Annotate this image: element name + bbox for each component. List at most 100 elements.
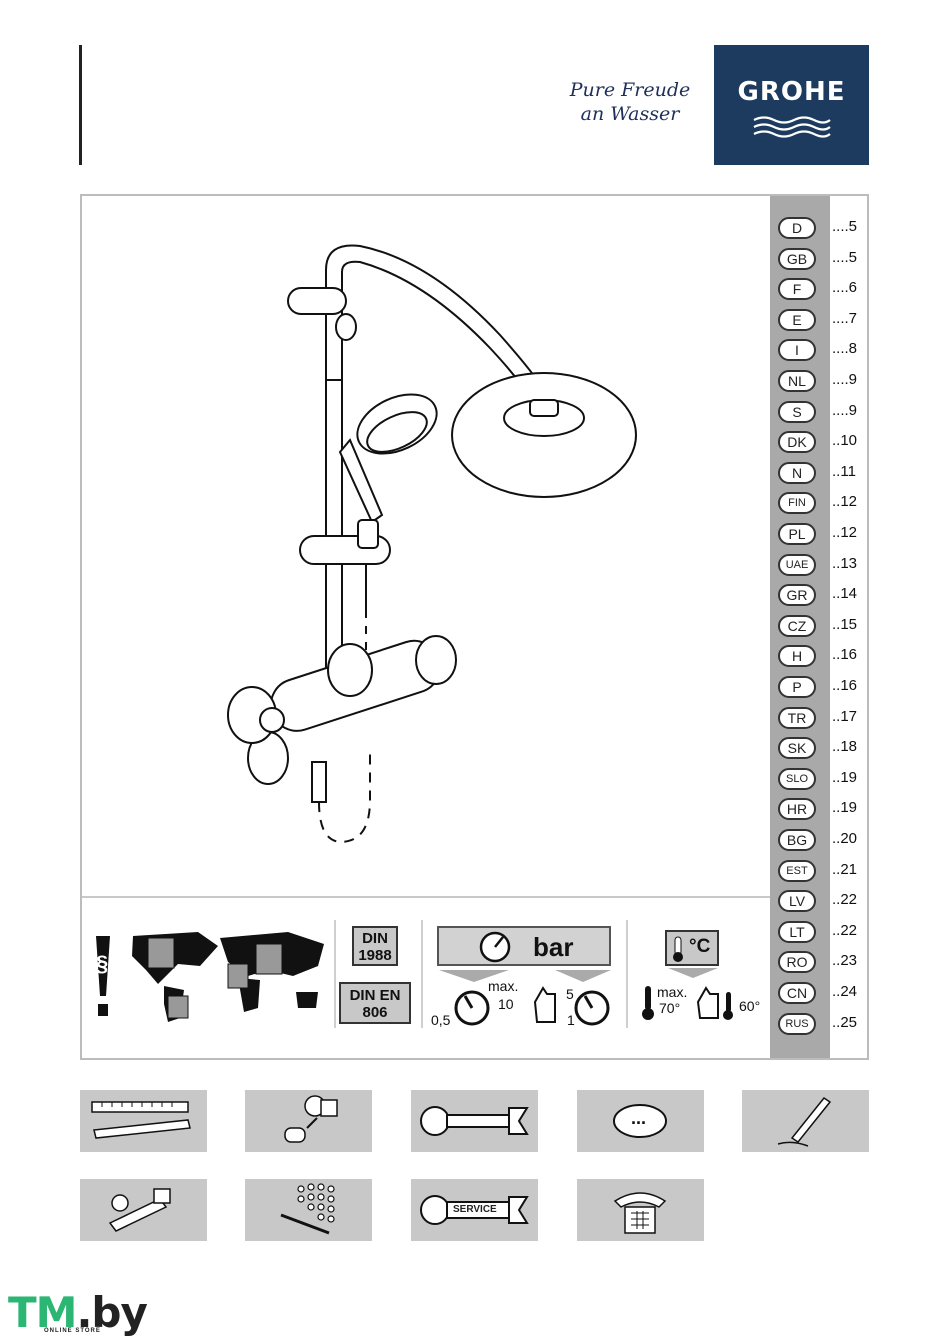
pencil-icon: [742, 1090, 869, 1152]
language-code: CN: [778, 982, 816, 1004]
service-wrench-icon: SERVICE: [411, 1179, 538, 1241]
language-code: RUS: [778, 1012, 816, 1035]
language-code: GB: [778, 247, 816, 270]
language-page-number: ..22: [832, 921, 858, 939]
pressure-unit: bar: [533, 932, 574, 962]
language-code: NL: [778, 370, 816, 392]
language-entry[interactable]: H..16: [778, 645, 868, 669]
din1-line2: 1988: [358, 947, 392, 964]
language-entry[interactable]: CZ..15: [778, 614, 868, 639]
language-entry[interactable]: F....6: [778, 278, 868, 302]
language-code: H: [778, 645, 816, 668]
language-code: CZ: [778, 614, 816, 637]
pressure-min-value: 0,5: [431, 1012, 451, 1028]
language-entry[interactable]: SLO ..19: [778, 767, 868, 792]
language-page-number: ..12: [832, 493, 858, 511]
temperature-unit: °C: [689, 936, 711, 957]
temperature-marks-icon: [642, 968, 733, 1020]
brand-slogan: Pure Freude an Wasser: [560, 78, 700, 126]
language-page-number: ....5: [832, 218, 858, 235]
pressure-max-value: 10: [498, 996, 514, 1012]
language-page-number: ..19: [832, 799, 858, 817]
language-page-number: ..19: [832, 768, 858, 786]
language-page-number: ..11: [832, 462, 856, 480]
language-entry[interactable]: GR ..14: [778, 584, 868, 608]
tmby-logo: TM.by: [8, 1288, 148, 1337]
language-code: SK: [778, 737, 816, 760]
language-code: I: [778, 339, 816, 362]
temperature-rec-value: 60°: [739, 998, 761, 1014]
tmby-part2: .by: [76, 1288, 147, 1337]
temperature-max-value: 70°: [659, 1000, 681, 1016]
temperature-banner: °C: [665, 930, 719, 966]
language-code: S: [778, 400, 816, 423]
language-entry[interactable]: I....8: [778, 339, 868, 363]
svg-text:§: §: [96, 951, 108, 976]
language-entry[interactable]: SK..18: [778, 737, 868, 761]
language-page-number: ..16: [832, 677, 858, 694]
language-code: PL: [778, 523, 816, 545]
language-entry[interactable]: NL ....9: [778, 370, 868, 394]
language-page-number: ..24: [832, 983, 858, 1000]
language-page-number: ..13: [832, 554, 858, 572]
language-entry[interactable]: EST..21: [778, 859, 868, 884]
language-entry[interactable]: HR ..19: [778, 798, 868, 822]
language-entry[interactable]: CN ..24: [778, 982, 868, 1006]
language-code: GR: [778, 584, 816, 607]
slogan-line-1: Pure Freude: [569, 79, 691, 101]
language-code: F: [778, 278, 816, 301]
language-entry[interactable]: FIN ..12: [778, 492, 868, 516]
language-page-number: ..22: [832, 891, 858, 909]
language-entry[interactable]: N..11: [778, 461, 868, 486]
language-page-number: ....9: [832, 371, 858, 388]
language-entry[interactable]: RUS ..25: [778, 1012, 868, 1037]
language-entry[interactable]: BG..20: [778, 829, 868, 853]
language-code: D: [778, 217, 816, 239]
language-entry[interactable]: D ....5: [778, 217, 868, 241]
language-code: TR: [778, 706, 816, 729]
din-1988-badge: DIN 1988: [352, 926, 398, 966]
language-page-number: ..17: [832, 707, 858, 725]
din-en-806-badge: DIN EN 806: [339, 982, 411, 1024]
language-entry[interactable]: RO..23: [778, 951, 868, 975]
pressure-banner: bar: [437, 926, 611, 966]
language-entry[interactable]: UAE..13: [778, 553, 868, 578]
language-entry[interactable]: LT..22: [778, 920, 868, 945]
language-entry[interactable]: P ..16: [778, 676, 868, 700]
language-page-number: ....5: [832, 248, 858, 266]
language-code: P: [778, 676, 816, 698]
spare-parts-icon: [245, 1179, 372, 1241]
assembly-icon: [245, 1090, 372, 1152]
main-panel: [80, 194, 869, 1060]
options-icon: ...: [577, 1090, 704, 1152]
language-entry[interactable]: PL..12: [778, 523, 868, 547]
language-page-number: ..23: [832, 952, 858, 970]
header-rule: [79, 45, 82, 165]
regulations-world-map-icon: §: [96, 932, 324, 1022]
tmby-subtitle: ONLINE STORE: [44, 1328, 101, 1334]
spec-separator-3: [626, 920, 628, 1028]
language-entry[interactable]: DK..10: [778, 431, 868, 455]
options-label: ...: [631, 1108, 647, 1128]
language-code: HR: [778, 798, 816, 821]
language-code: SLO: [778, 767, 816, 790]
waves-icon: [753, 116, 831, 138]
wrench-icon: [411, 1090, 538, 1152]
language-entry[interactable]: GB ....5: [778, 247, 868, 272]
din2-line1: DIN EN: [349, 987, 401, 1004]
language-page-number: ..25: [832, 1013, 858, 1031]
language-code: FIN: [778, 492, 816, 515]
language-page-number: ..14: [832, 585, 858, 603]
language-entry[interactable]: S....9: [778, 400, 868, 425]
language-entry[interactable]: LV..22: [778, 890, 868, 914]
handle-icon: [80, 1179, 207, 1241]
din1-line1: DIN: [362, 930, 388, 947]
language-entry[interactable]: E....7: [778, 308, 868, 333]
language-page-number: ..10: [832, 432, 858, 450]
phone-icon: [577, 1179, 704, 1241]
logo-text: GROHE: [737, 77, 846, 107]
grohe-logo: GROHE: [714, 45, 869, 165]
language-page-number: ..20: [832, 830, 858, 847]
language-entry[interactable]: TR ..17: [778, 706, 868, 731]
tmby-part1: TM: [8, 1288, 77, 1337]
